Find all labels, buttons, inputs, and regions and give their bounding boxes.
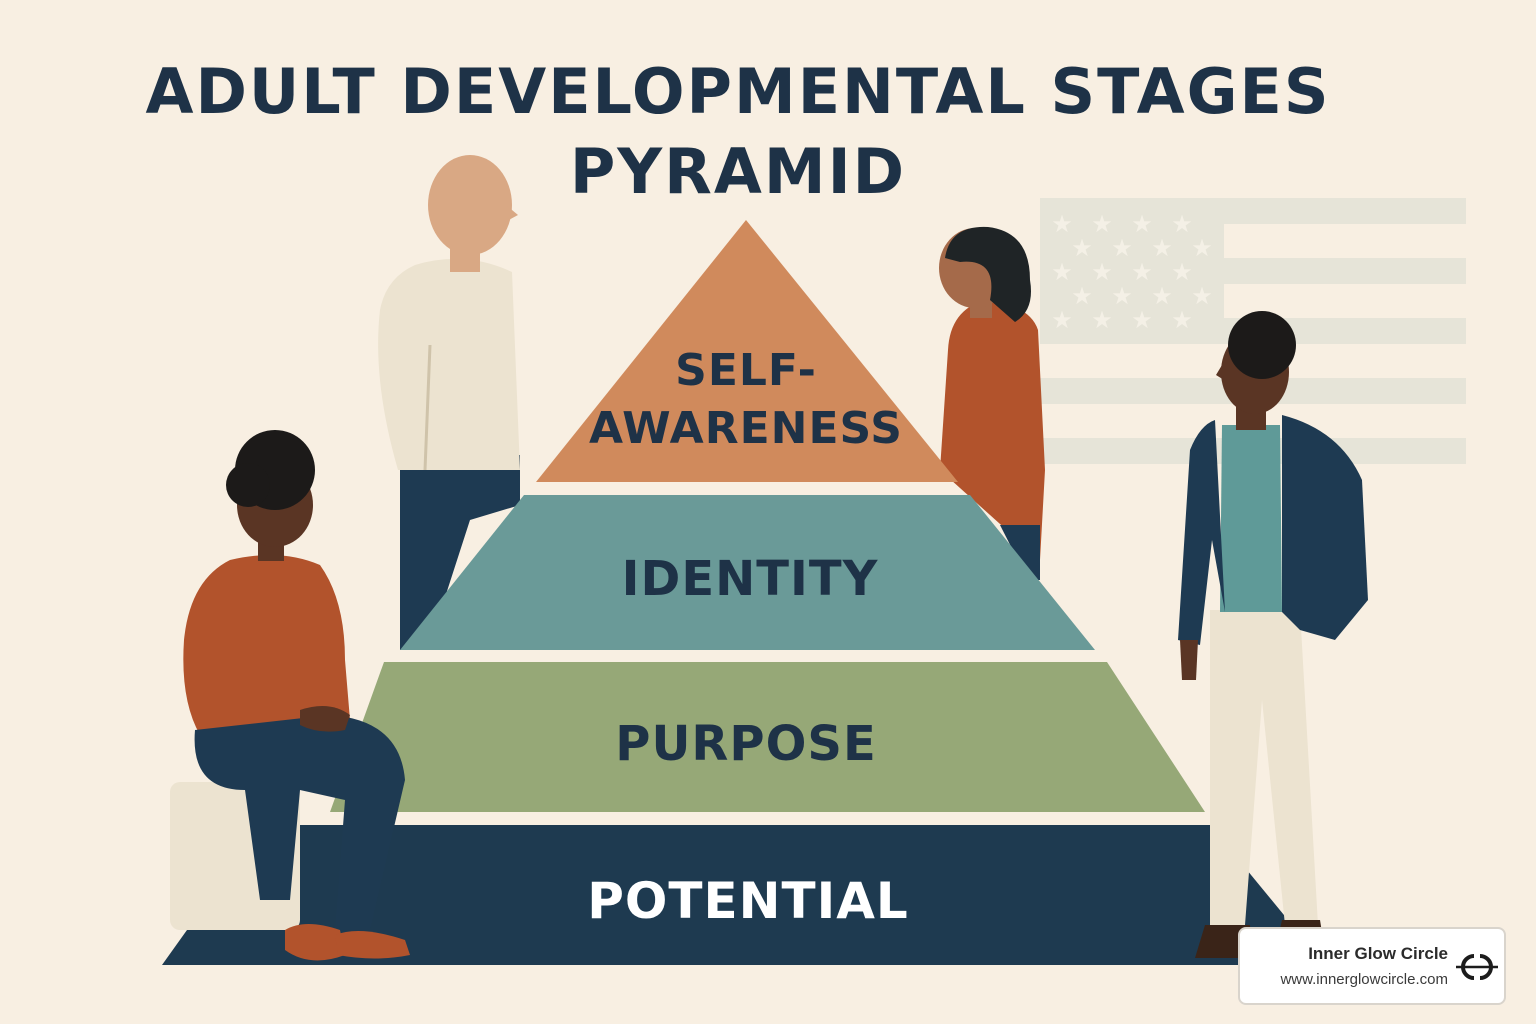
tier-self-awareness-label-line2: AWARENESS <box>589 403 903 454</box>
svg-text:★: ★ <box>1151 234 1173 262</box>
page-title-line1: ADULT DEVELOPMENTAL STAGES <box>145 55 1331 128</box>
svg-text:★: ★ <box>1111 234 1133 262</box>
svg-text:★: ★ <box>1051 306 1073 334</box>
svg-text:★: ★ <box>1191 282 1213 310</box>
svg-text:★: ★ <box>1171 258 1193 286</box>
svg-text:★: ★ <box>1171 306 1193 334</box>
tier-identity-shape <box>400 495 1095 650</box>
svg-text:★: ★ <box>1071 282 1093 310</box>
svg-text:★: ★ <box>1071 234 1093 262</box>
tier-purpose-shape <box>330 662 1205 812</box>
person-seated-woman <box>183 430 410 961</box>
svg-text:★: ★ <box>1111 282 1133 310</box>
svg-text:★: ★ <box>1151 282 1173 310</box>
flag-stars: ★ ★ ★ ★ ★ ★ ★ ★ ★ ★ ★ ★ ★ ★ ★ ★ ★ ★ ★ ★ <box>1051 210 1213 334</box>
tier-purpose-label: PURPOSE <box>615 716 876 772</box>
svg-text:★: ★ <box>1051 210 1073 238</box>
brand-name: Inner Glow Circle <box>1308 944 1448 963</box>
interlocking-c-logo-icon <box>1456 954 1498 980</box>
svg-text:★: ★ <box>1051 258 1073 286</box>
tier-self-awareness-label-line1: SELF- <box>675 345 817 396</box>
pyramid: SELF- AWARENESS IDENTITY PURPOSE POTENTI… <box>162 220 1325 965</box>
tier-potential-label: POTENTIAL <box>587 872 909 930</box>
svg-text:★: ★ <box>1091 306 1113 334</box>
brand-url: www.innerglowcircle.com <box>1280 971 1448 988</box>
svg-text:★: ★ <box>1131 306 1153 334</box>
brand-logo-card: Inner Glow Circle www.innerglowcircle.co… <box>1238 927 1506 1005</box>
person-woman-dark-hair <box>939 226 1045 580</box>
person-bald-man <box>378 155 520 650</box>
svg-text:★: ★ <box>1091 210 1113 238</box>
tier-identity-label: IDENTITY <box>622 551 879 607</box>
svg-text:★: ★ <box>1131 210 1153 238</box>
tier-self-awareness-shape <box>536 220 958 482</box>
person-man-blazer <box>1178 311 1368 958</box>
tier-potential-shape <box>162 825 1325 965</box>
svg-text:★: ★ <box>1091 258 1113 286</box>
svg-text:★: ★ <box>1131 258 1153 286</box>
svg-text:★: ★ <box>1191 234 1213 262</box>
svg-text:★: ★ <box>1171 210 1193 238</box>
page-title: ADULT DEVELOPMENTAL STAGES PYRAMID <box>0 52 1476 212</box>
page-title-line2: PYRAMID <box>569 135 907 208</box>
